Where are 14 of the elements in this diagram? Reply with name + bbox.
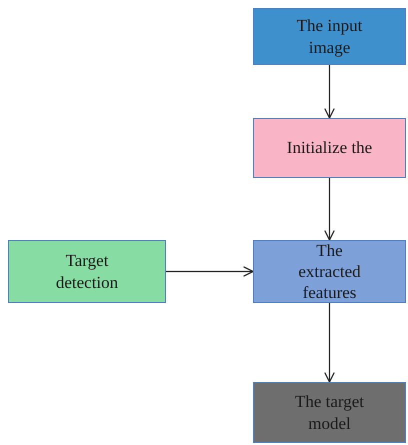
arrow [324, 65, 335, 119]
process-box [253, 118, 406, 178]
process-box [253, 382, 406, 443]
box-label: Initialize the [286, 137, 372, 159]
process-box [253, 8, 406, 65]
process-box [8, 240, 166, 303]
process-box [253, 240, 406, 303]
box-label: Target detection [54, 250, 120, 293]
arrow [324, 178, 335, 241]
box-label: The target model [294, 391, 366, 434]
box-label: The input image [296, 15, 364, 58]
arrow [166, 266, 254, 277]
arrow [324, 303, 335, 383]
box-label: The extracted features [297, 240, 362, 304]
